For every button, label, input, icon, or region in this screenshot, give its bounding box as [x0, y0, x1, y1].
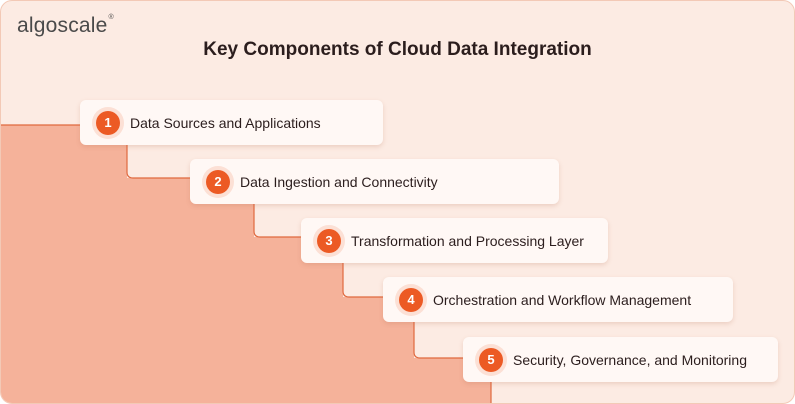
step-card-2: 2 Data Ingestion and Connectivity — [190, 159, 559, 204]
step-card-1: 1 Data Sources and Applications — [80, 100, 383, 145]
brand-name: algoscale — [17, 14, 108, 37]
step-label: Data Ingestion and Connectivity — [240, 173, 438, 190]
staircase-fill — [1, 125, 491, 403]
step-card-5: 5 Security, Governance, and Monitoring — [463, 337, 778, 382]
step-label: Transformation and Processing Layer — [351, 232, 584, 249]
registered-mark: ® — [108, 14, 114, 21]
step-label: Data Sources and Applications — [130, 114, 321, 131]
step-number-badge: 5 — [479, 347, 503, 372]
step-number-badge: 4 — [399, 287, 423, 312]
brand-logo: algoscale® — [17, 14, 114, 38]
step-number-badge: 3 — [317, 228, 341, 253]
step-label: Security, Governance, and Monitoring — [513, 351, 747, 368]
step-card-4: 4 Orchestration and Workflow Management — [383, 277, 733, 322]
page-title: Key Components of Cloud Data Integration — [203, 39, 592, 60]
step-number-badge: 1 — [96, 110, 120, 135]
step-label: Orchestration and Workflow Management — [433, 291, 692, 308]
step-card-3: 3 Transformation and Processing Layer — [301, 218, 608, 263]
step-number-badge: 2 — [206, 169, 230, 194]
